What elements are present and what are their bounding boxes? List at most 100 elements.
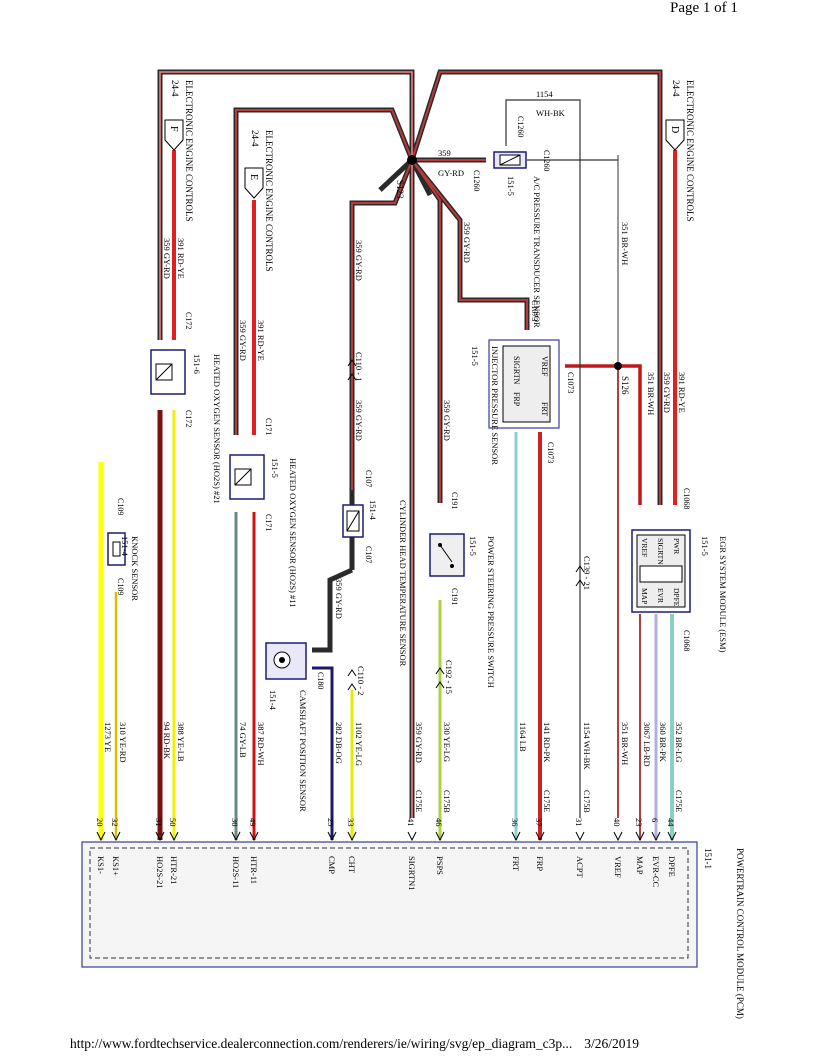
svg-text:151-4: 151-4 [120, 536, 130, 557]
svg-text:SIGRTN: SIGRTN [656, 538, 665, 565]
svg-text:359 GY-RD: 359 GY-RD [462, 222, 472, 263]
svg-text:C1073: C1073 [566, 372, 575, 393]
injector-pressure-sensor: VREF FRT SIGRTN FRP INJECTOR PRESSURE SE… [470, 300, 575, 465]
svg-text:HEATED OXYGEN SENSOR (HO2S) #2: HEATED OXYGEN SENSOR (HO2S) #21 [212, 354, 222, 504]
pcm-signal: VREF [613, 856, 623, 878]
pcm-pin: 31 [154, 818, 164, 827]
pcm-connector: C175E [542, 790, 551, 812]
pcm-entry-arrow [96, 831, 106, 842]
svg-text:ELECTRONIC ENGINE CONTROLS: ELECTRONIC ENGINE CONTROLS [184, 80, 194, 222]
svg-text:DPFE: DPFE [672, 588, 681, 607]
pcm-entry-arrow [155, 831, 165, 842]
pcm-pin: 37 [534, 818, 544, 827]
svg-text:359 GY-RD: 359 GY-RD [662, 372, 672, 413]
svg-text:C1260: C1260 [542, 150, 551, 171]
pcm-signal: HO2S-21 [155, 856, 165, 889]
svg-text:GY-RD: GY-RD [438, 168, 464, 178]
eec-tab-e: E ELECTRONIC ENGINE CONTROLS 24-4 [244, 130, 274, 272]
svg-text:C191: C191 [450, 588, 459, 605]
wire-label: 3067 LB-RD [642, 722, 652, 767]
pcm-signal: SIGRTN1 [407, 856, 417, 890]
pcm-pin: 49 [248, 818, 258, 827]
wire-label: 387 RD-WH [256, 722, 266, 766]
ho2s21-sensor: HEATED OXYGEN SENSOR (HO2S) #21 151-6 C1… [150, 312, 222, 504]
pcm-signal: FRP [535, 856, 545, 871]
pcm-signal: CMP [327, 856, 337, 874]
psps-switch: POWER STEERING PRESSURE SWITCH 151-5 C19… [429, 492, 496, 688]
cht-sensor: CYLINDER HEAD TEMPERATURE SENSOR 151-4 C… [342, 470, 408, 667]
pcm-signal: KS1+ [111, 856, 121, 876]
wire-label: 359 GY-RD [414, 722, 424, 763]
splice-s126-label: S126 [620, 376, 630, 395]
svg-text:151-5: 151-5 [470, 346, 480, 366]
pcm-title: POWERTRAIN CONTROL MODULE (PCM) [735, 848, 745, 1019]
svg-text:C1068: C1068 [682, 488, 691, 509]
svg-text:VREF: VREF [540, 356, 549, 377]
print-date: 3/26/2019 [584, 1036, 639, 1051]
pcm-signal: HTR-21 [169, 856, 179, 884]
source-url[interactable]: http://www.fordtechservice.dealerconnect… [70, 1036, 573, 1051]
pcm-signal: DPFE [667, 856, 677, 877]
wire-label: 141 RD-PK [542, 722, 552, 763]
eec-tab-d: D ELECTRONIC ENGINE CONTROLS 24-4 [665, 80, 695, 222]
pcm-entry-arrow [667, 831, 677, 842]
pcm-pin: 32 [110, 818, 120, 827]
page-number: Page 1 of 1 [670, 0, 738, 16]
cmp-sensor: CAMSHAFT POSITION SENSOR 151-4 C180 [265, 642, 325, 812]
pcm-entry-arrow [511, 831, 521, 842]
knock-sensor: KNOCK SENSOR 151-4 C109 C109 [107, 498, 140, 601]
svg-text:C139 - 21: C139 - 21 [582, 556, 592, 590]
pcm-entry-arrow [327, 831, 337, 842]
pcm-entry-arrow [249, 831, 259, 842]
svg-text:KNOCK SENSOR: KNOCK SENSOR [130, 536, 140, 601]
svg-text:359 GY-RD: 359 GY-RD [238, 320, 248, 361]
pcm-box [81, 841, 698, 968]
svg-text:C1260: C1260 [516, 116, 525, 137]
pcm-entry-arrow [169, 831, 179, 842]
svg-text:HEATED OXYGEN SENSOR (HO2S) #1: HEATED OXYGEN SENSOR (HO2S) #11 [288, 458, 298, 607]
pcm-signal: ACPT [575, 856, 585, 879]
svg-text:151-5: 151-5 [468, 536, 478, 556]
svg-text:C1260: C1260 [472, 170, 481, 191]
splice-s123 [407, 155, 417, 165]
svg-text:C171: C171 [264, 514, 273, 531]
wire-label: 74 GY-LB [238, 722, 248, 758]
svg-text:C109: C109 [116, 578, 125, 595]
svg-text:24-4: 24-4 [170, 80, 180, 97]
pcm-pin: 20 [95, 818, 105, 827]
svg-text:151-4: 151-4 [268, 690, 278, 711]
svg-text:VREF: VREF [640, 538, 649, 557]
svg-text:C107: C107 [364, 546, 373, 563]
pcm-entry-arrow [407, 831, 417, 842]
pcm-connector: C175B [582, 790, 591, 813]
svg-text:24-4: 24-4 [250, 130, 260, 147]
svg-text:EGR SYSTEM MODULE (ESM): EGR SYSTEM MODULE (ESM) [718, 536, 728, 653]
wire-label: 310 YE-RD [118, 722, 128, 763]
svg-text:FRT: FRT [540, 402, 549, 416]
pcm-pin: 46 [434, 818, 444, 827]
page-footer: http://www.fordtechservice.dealerconnect… [70, 1036, 639, 1052]
svg-text:EVR: EVR [656, 588, 665, 603]
pcm-pin: 30 [230, 818, 240, 827]
svg-text:C1068: C1068 [682, 630, 691, 651]
pcm-entry-arrow [111, 831, 121, 842]
svg-text:151-6: 151-6 [192, 354, 202, 374]
svg-text:C172: C172 [184, 410, 193, 427]
splice-s123-label: S123 [395, 180, 405, 199]
pcm-pin: 33 [346, 818, 356, 827]
pcm-entry-arrow [231, 831, 241, 842]
wire-label: 1102 YE-LG [354, 722, 364, 766]
svg-text:391 RD-YE: 391 RD-YE [176, 238, 186, 279]
wire-label: 282 DB-OG [334, 722, 344, 764]
ac-pressure-sensor: A/C PRESSURE TRANSDUCER SENSOR 151-5 C12… [472, 116, 551, 328]
svg-text:MAP: MAP [640, 588, 649, 604]
pcm-entry-arrow [535, 831, 545, 842]
pcm-signal: HO2S-11 [231, 856, 241, 888]
svg-text:24-4: 24-4 [671, 80, 681, 97]
svg-text:359 GY-RD: 359 GY-RD [442, 400, 452, 441]
svg-text:FRP: FRP [512, 392, 521, 407]
wire-label: 94 RD-BK [162, 722, 172, 760]
pcm-pin: 6 [650, 818, 660, 822]
pcm-connector: C175B [442, 790, 451, 813]
